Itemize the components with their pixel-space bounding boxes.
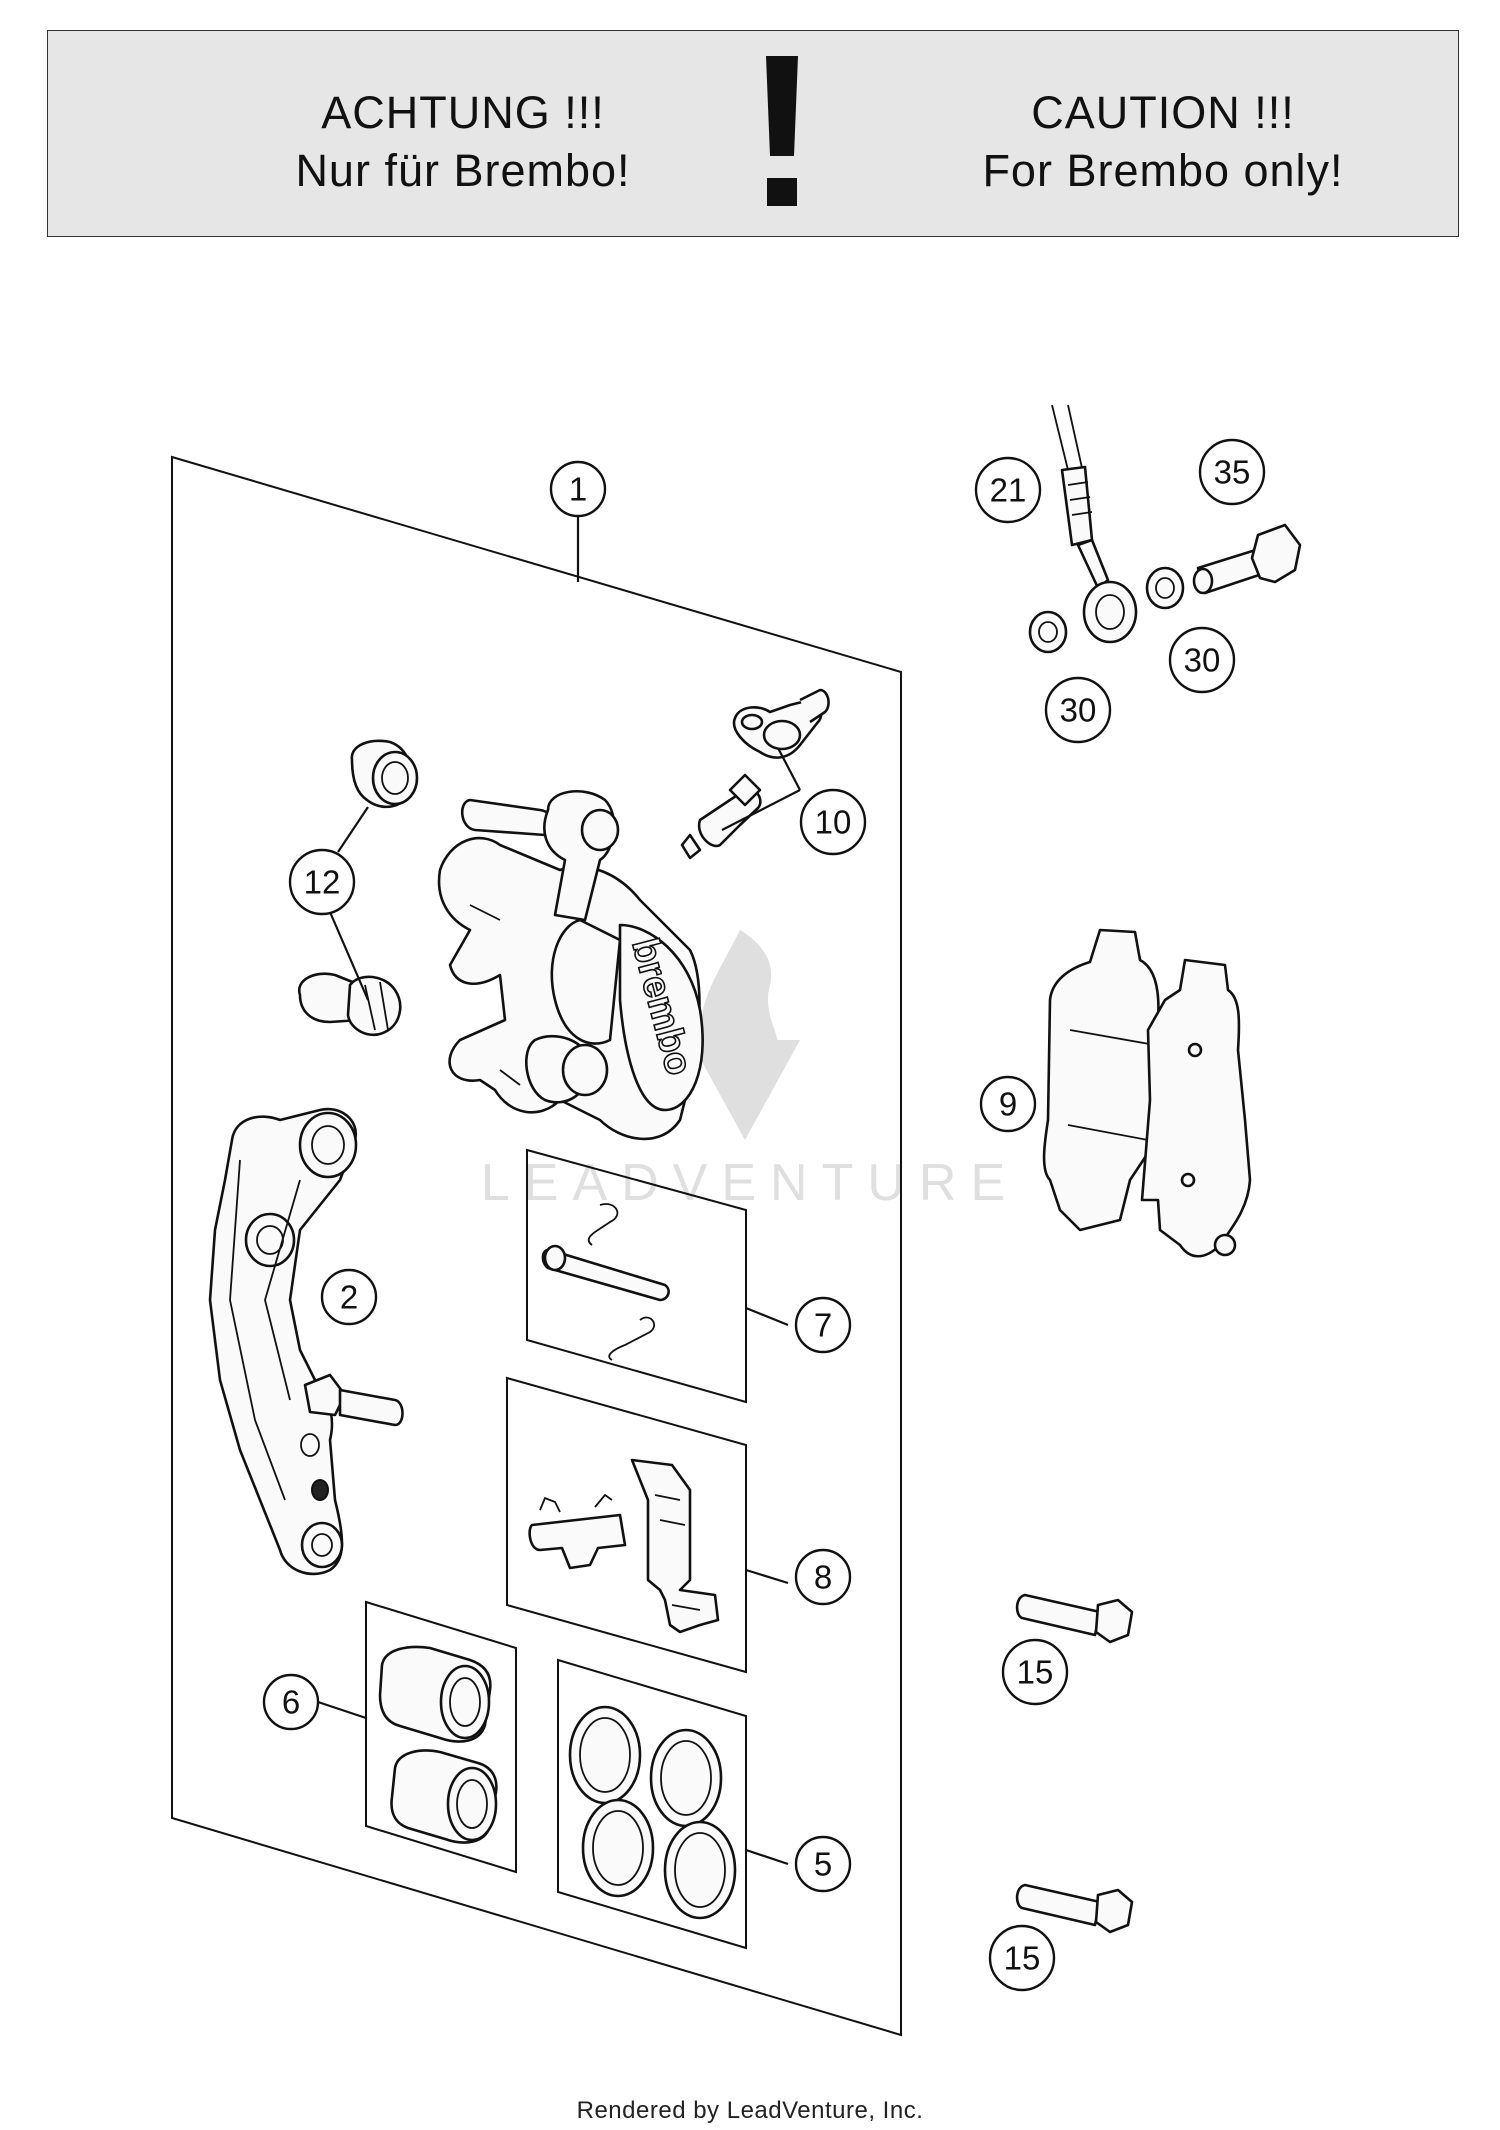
- leader-lines: [317, 516, 801, 1866]
- svg-text:30: 30: [1060, 692, 1097, 729]
- callout-21: 21: [974, 456, 1042, 524]
- callout-7: 7: [794, 1296, 852, 1354]
- svg-text:6: 6: [282, 1684, 300, 1721]
- piston-kit-box: [365, 1600, 517, 1874]
- piston-set: [378, 1645, 498, 1844]
- caliper-kit-frame: [171, 455, 902, 2037]
- svg-text:30: 30: [1184, 642, 1221, 679]
- svg-text:5: 5: [814, 1846, 832, 1883]
- callout-10: 10: [799, 788, 867, 856]
- pin-kit-box: [526, 1148, 747, 1404]
- pad-spring-kit-box: [506, 1376, 747, 1674]
- brake-line: [1051, 404, 1138, 644]
- warning-english-line1: CAUTION !!!: [1031, 87, 1295, 138]
- warning-german-line2: Nur für Brembo!: [295, 145, 631, 196]
- bleeder-valve: [680, 773, 762, 860]
- bracket-bolt: [1015, 1593, 1134, 1644]
- seal-set: [568, 1705, 737, 1920]
- exclamation-icon: [766, 56, 798, 206]
- warning-banner: ACHTUNG !!! Nur für Brembo! CAUTION !!! …: [47, 30, 1459, 237]
- svg-text:10: 10: [815, 804, 852, 841]
- svg-text:2: 2: [340, 1279, 358, 1316]
- callout-15-upper: 15: [1001, 1638, 1069, 1706]
- bleeder-screw: [297, 972, 402, 1037]
- callout-1: 1: [549, 460, 607, 518]
- seal-kit-box: [557, 1658, 747, 1950]
- sealing-washer: [1028, 610, 1068, 654]
- svg-text:15: 15: [1004, 1940, 1041, 1977]
- callout-30-lower: 30: [1044, 676, 1112, 744]
- bracket-bolt: [1015, 1883, 1134, 1934]
- svg-text:1: 1: [569, 471, 587, 508]
- svg-text:8: 8: [814, 1559, 832, 1596]
- callout-12: 12: [288, 848, 356, 916]
- svg-text:35: 35: [1214, 454, 1251, 491]
- callout-6: 6: [262, 1673, 320, 1731]
- sealing-washer: [1145, 566, 1185, 610]
- svg-text:9: 9: [999, 1086, 1017, 1123]
- watermark-text: LEADVENTURE: [481, 1154, 1019, 1212]
- banjo-fitting: [732, 688, 830, 759]
- warning-text-english: CAUTION !!! For Brembo only!: [883, 84, 1443, 200]
- warning-english-line2: For Brembo only!: [982, 145, 1344, 196]
- pad-spring-set: [528, 1458, 720, 1634]
- callout-5: 5: [794, 1835, 852, 1893]
- brake-pads: [1042, 928, 1252, 1258]
- warning-text-german: ACHTUNG !!! Nur für Brembo!: [183, 84, 743, 200]
- svg-text:21: 21: [990, 472, 1027, 509]
- callout-15-lower: 15: [988, 1924, 1056, 1992]
- svg-text:7: 7: [814, 1307, 832, 1344]
- callout-9: 9: [979, 1075, 1037, 1133]
- caliper-bracket: [208, 1107, 404, 1576]
- svg-text:15: 15: [1017, 1654, 1054, 1691]
- brake-caliper: brembo: [437, 789, 704, 1141]
- bleeder-cap: [350, 739, 419, 809]
- warning-german-line1: ACHTUNG !!!: [321, 87, 605, 138]
- callout-35: 35: [1198, 438, 1266, 506]
- banjo-bolt: [1192, 523, 1302, 595]
- caliper-pin-set: [541, 1203, 670, 1361]
- footer-credit: Rendered by LeadVenture, Inc.: [576, 2097, 924, 2124]
- watermark-logo: LEADVENTURE: [481, 930, 1019, 1212]
- callout-30-upper: 30: [1168, 626, 1236, 694]
- callout-8: 8: [794, 1548, 852, 1606]
- callout-2: 2: [320, 1268, 378, 1326]
- svg-text:12: 12: [304, 864, 341, 901]
